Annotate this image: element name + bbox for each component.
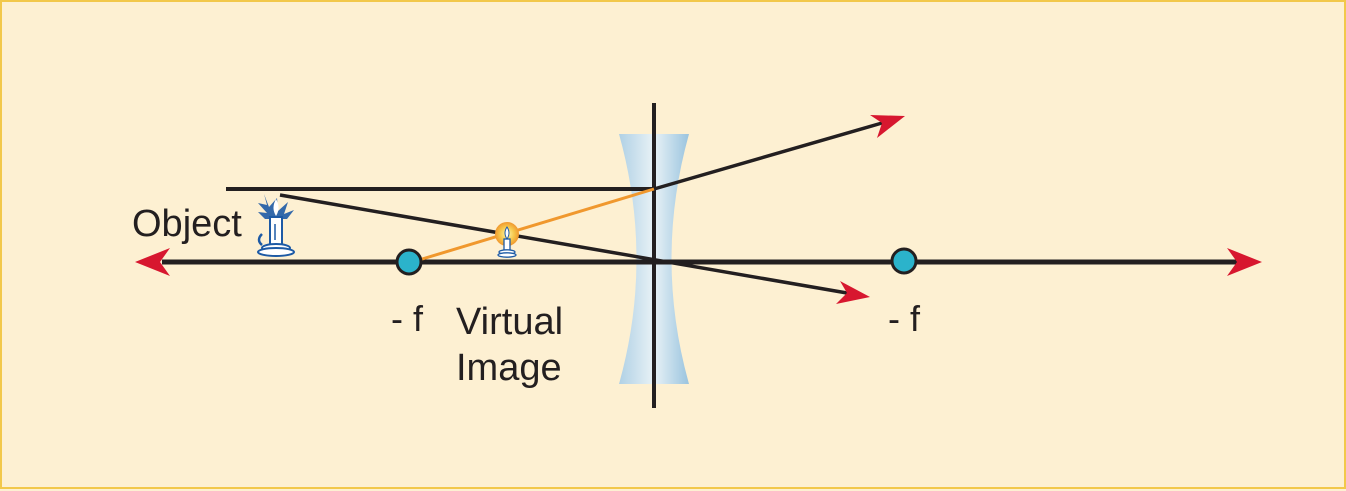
refracted-ray-arrowhead — [870, 115, 905, 138]
focal-label-right: - f — [888, 298, 921, 339]
virtual-image-candle-icon — [495, 222, 519, 258]
virtual-image-label-line1: Virtual — [456, 301, 563, 343]
focal-label-left: - f — [391, 298, 424, 339]
central-ray — [279, 193, 848, 295]
axis-arrowhead-left — [135, 248, 170, 276]
object-label: Object — [132, 203, 242, 245]
focal-point-left — [395, 248, 423, 276]
focal-point-right — [890, 247, 918, 275]
central-ray-arrowhead — [836, 281, 870, 304]
candle-icon — [257, 194, 295, 257]
virtual-ray — [408, 187, 655, 265]
virtual-image-label-line2: Image — [456, 347, 562, 389]
refracted-ray — [653, 121, 883, 191]
axis-arrowhead-right — [1227, 248, 1262, 276]
